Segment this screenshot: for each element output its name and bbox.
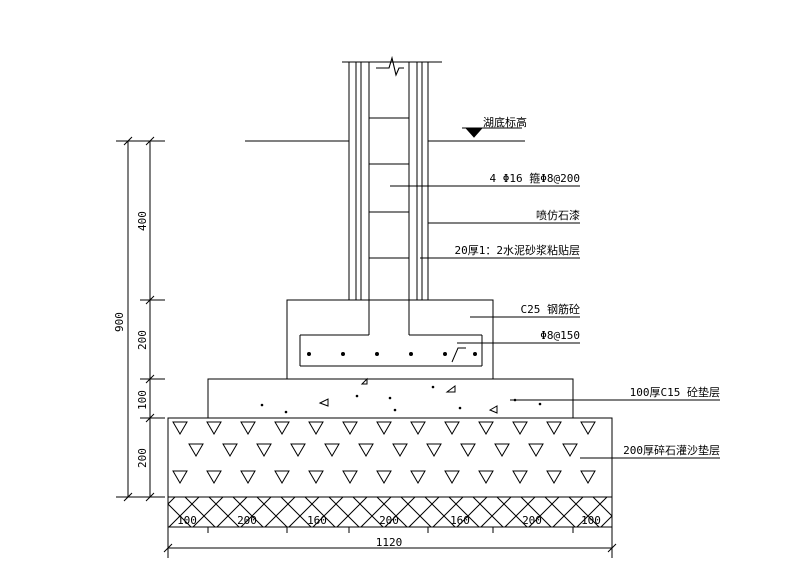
gravel-triangle	[546, 470, 562, 484]
h-dim-4: 200	[379, 514, 399, 527]
horizontal-dimensions	[163, 527, 617, 558]
gravel-triangle	[274, 421, 290, 435]
gravel-triangle	[308, 470, 324, 484]
label-mortar-layer: 20厚1：2水泥砂浆粘贴层	[455, 243, 581, 257]
gravel-triangle	[478, 421, 494, 435]
gravel-triangle	[358, 443, 374, 457]
label-cushion: 100厚C15 砼垫层	[630, 385, 720, 399]
h-dim-3: 160	[307, 514, 327, 527]
gravel-triangle	[206, 421, 222, 435]
vertical-total-label: 900	[113, 312, 126, 332]
gravel-triangle	[222, 443, 238, 457]
gravel-triangle	[426, 443, 442, 457]
gravel-triangle	[562, 443, 578, 457]
gravel-triangle	[376, 470, 392, 484]
gravel-triangle	[444, 470, 460, 484]
gravel-triangle	[512, 470, 528, 484]
concrete-cushion	[207, 377, 574, 419]
label-concrete: C25 钢筋砼	[521, 302, 581, 316]
label-stone-finish: 喷仿石漆	[536, 209, 580, 222]
horizontal-total-label: 1120	[376, 536, 403, 549]
gravel-triangle	[172, 421, 188, 435]
gravel-layer	[167, 417, 613, 498]
h-dim-6: 200	[522, 514, 542, 527]
gravel-triangle	[342, 470, 358, 484]
label-column-rebar: 4 Φ16 箍Φ8@200	[490, 171, 580, 185]
gravel-triangle	[512, 421, 528, 435]
gravel-triangle	[392, 443, 408, 457]
gravel-triangle	[580, 470, 596, 484]
vertical-dimensions	[116, 136, 165, 502]
column	[342, 55, 442, 335]
gravel-triangle	[546, 421, 562, 435]
gravel-triangle	[172, 470, 188, 484]
column-stirrups	[369, 117, 409, 301]
gravel-triangle	[188, 443, 204, 457]
gravel-triangle	[290, 443, 306, 457]
label-gravel: 200厚碎石灌沙垫层	[623, 443, 720, 457]
gravel-triangle	[580, 421, 596, 435]
gravel-triangle	[410, 470, 426, 484]
gravel-triangle	[274, 470, 290, 484]
leader-lines	[390, 185, 720, 459]
h-dim-1: 100	[177, 514, 197, 527]
gravel-triangle	[444, 421, 460, 435]
vertical-dim-200-upper: 200	[136, 330, 149, 350]
earth-hatch	[167, 496, 613, 528]
gravel-triangle	[494, 443, 510, 457]
gravel-triangle	[256, 443, 272, 457]
gravel-triangle	[240, 421, 256, 435]
label-water-level: 湖底标高	[483, 115, 527, 129]
gravel-triangle	[324, 443, 340, 457]
label-base-rebar: Φ8@150	[540, 329, 580, 342]
h-dim-7: 100	[581, 514, 601, 527]
gravel-triangle	[240, 470, 256, 484]
gravel-triangle	[308, 421, 324, 435]
water-level	[245, 127, 525, 142]
gravel-triangle	[342, 421, 358, 435]
gravel-triangle	[376, 421, 392, 435]
vertical-dim-100: 100	[136, 390, 149, 410]
gravel-triangle	[410, 421, 426, 435]
vertical-dim-200-lower: 200	[136, 448, 149, 468]
footing	[286, 299, 494, 380]
horizontal-dimension-labels: 100 200 160 200 160 200 100	[177, 514, 601, 527]
h-dim-2: 200	[237, 514, 257, 527]
gravel-triangle	[206, 470, 222, 484]
gravel-triangle	[478, 470, 494, 484]
vertical-dim-400: 400	[136, 211, 149, 231]
gravel-triangle	[460, 443, 476, 457]
gravel-triangle	[528, 443, 544, 457]
h-dim-5: 160	[450, 514, 470, 527]
